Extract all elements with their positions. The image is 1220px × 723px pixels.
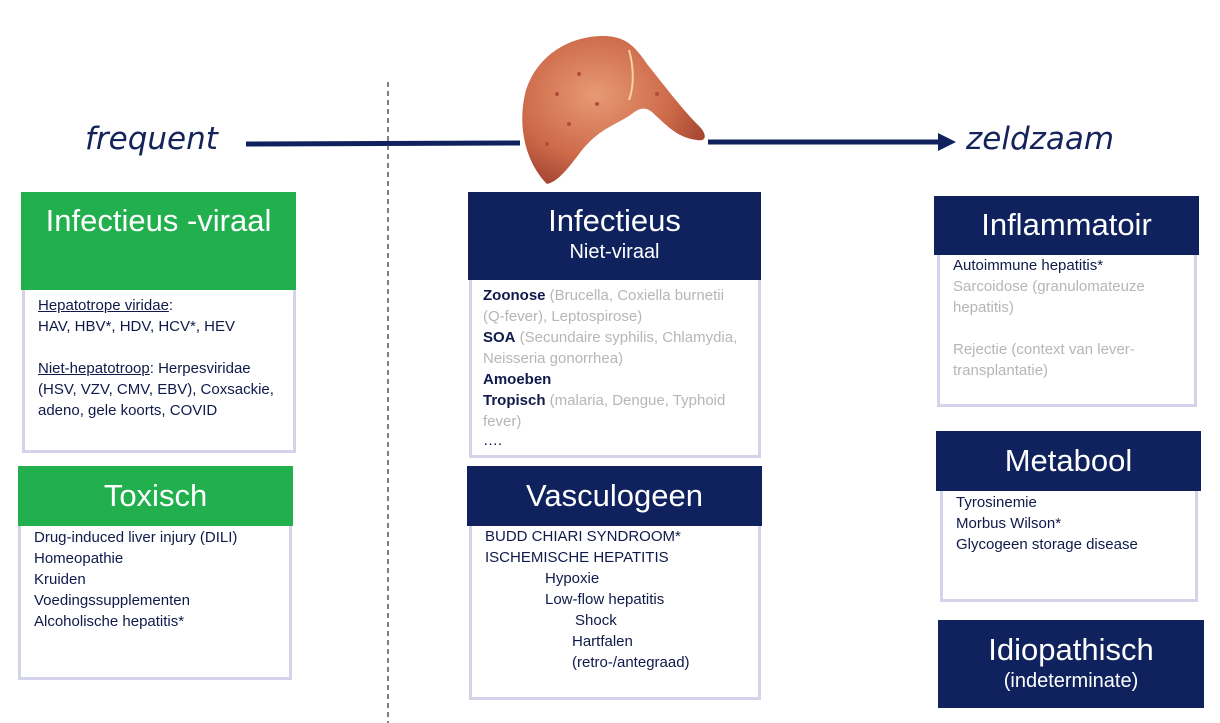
inflammatoir-line2: Sarcoidose (granulomateuze <box>953 278 1145 295</box>
metabool-item: Morbus Wilson* <box>956 515 1062 532</box>
metabool-body: Tyrosinemie Morbus Wilson* Glycogeen sto… <box>940 491 1198 602</box>
tropisch-label: Tropisch <box>483 392 546 409</box>
inflammatoir-body: Autoimmune hepatitis* Sarcoidose (granul… <box>937 255 1197 407</box>
infectieus-viraal-body: Hepatotrope viridae: HAV, HBV*, HDV, HCV… <box>22 290 296 453</box>
vasculogeen-body: BUDD CHIARI SYNDROOM* ISCHEMISCHE HEPATI… <box>469 526 761 700</box>
toxisch-item: Homeopathie <box>34 550 124 567</box>
infectieus-niet-viraal-header: Infectieus Niet-viraal <box>468 192 761 280</box>
vasculogeen-line1: BUDD CHIARI SYNDROOM* <box>485 528 681 545</box>
soa-detail: (Secundaire syphilis, Chlamydia, <box>515 329 738 346</box>
zoonose-detail: (Brucella, Coxiella burnetii <box>545 287 724 304</box>
vasculogeen-line3: Hypoxie <box>545 570 600 587</box>
inflammatoir-line5: transplantatie) <box>953 362 1049 379</box>
axis-line-left <box>245 140 521 147</box>
inflammatoir-line1: Autoimmune hepatitis* <box>953 257 1104 274</box>
metabool-item: Glycogeen storage disease <box>956 536 1138 553</box>
idiopathisch-header: Idiopathisch (indeterminate) <box>938 620 1204 708</box>
vasculogeen-title: Vasculogeen <box>526 478 703 513</box>
niet-hepatotroop-label: Niet-hepatotroop <box>38 360 150 377</box>
toxisch-item: Alcoholische hepatitis* <box>34 613 185 630</box>
niet-hepatotroop-line3: adeno, gele koorts, COVID <box>38 402 218 419</box>
metabool-item: Tyrosinemie <box>956 494 1037 511</box>
idiopathisch-title: Idiopathisch <box>988 632 1154 667</box>
soa-detail-2: Neisseria gonorrhea) <box>483 350 624 367</box>
infectieus-viraal-header: Infectieus -viraal <box>21 192 296 290</box>
soa-label: SOA <box>483 329 516 346</box>
inflammatoir-header: Inflammatoir <box>934 196 1199 255</box>
infectieus-title: Infectieus <box>548 203 681 238</box>
toxisch-item: Drug-induced liver injury (DILI) <box>34 529 238 546</box>
inflammatoir-line3: hepatitis) <box>953 299 1014 316</box>
ellipsis: …. <box>483 432 503 449</box>
niet-viraal-subtitle: Niet-viraal <box>569 241 660 263</box>
infectieus-viraal-title: Infectieus -viraal <box>45 203 272 238</box>
zeldzaam-label: zeldzaam <box>966 121 1115 157</box>
vasculogeen-line2: ISCHEMISCHE HEPATITIS <box>485 549 669 566</box>
amoeben-label: Amoeben <box>483 371 552 388</box>
metabool-header: Metabool <box>936 431 1201 491</box>
toxisch-item: Kruiden <box>34 571 86 588</box>
toxisch-title: Toxisch <box>103 478 208 513</box>
vasculogeen-line4: Low-flow hepatitis <box>545 591 665 608</box>
toxisch-body: Drug-induced liver injury (DILI) Homeopa… <box>18 526 292 680</box>
hepatotrope-label: Hepatotrope viridae <box>38 297 169 314</box>
vasculogeen-header: Vasculogeen <box>467 466 762 526</box>
toxisch-item: Voedingssupplementen <box>34 592 190 609</box>
arrow-head <box>938 133 956 151</box>
tropisch-detail: (malaria, Dengue, Typhoid <box>545 392 726 409</box>
vasculogeen-line6: Hartfalen <box>572 633 633 650</box>
toxisch-header: Toxisch <box>18 466 293 526</box>
idiopathisch-subtitle: (indeterminate) <box>1003 670 1139 692</box>
frequent-label: frequent <box>85 121 218 157</box>
inflammatoir-line4: Rejectie (context van lever- <box>953 341 1135 358</box>
tropisch-detail-2: fever) <box>483 413 522 430</box>
vasculogeen-line5: Shock <box>575 612 617 629</box>
hepatotrope-list: HAV, HBV*, HDV, HCV*, HEV <box>38 318 236 335</box>
hepatotrope-suffix: : <box>168 297 174 314</box>
metabool-title: Metabool <box>1004 443 1133 478</box>
vasculogeen-line7: (retro-/antegraad) <box>572 654 690 671</box>
inflammatoir-title: Inflammatoir <box>981 207 1152 242</box>
zoonose-detail-2: (Q-fever), Leptospirose) <box>483 308 643 325</box>
niet-hepatotroop-line1: : Herpesviridae <box>149 360 251 377</box>
zoonose-label: Zoonose <box>483 287 546 304</box>
infectieus-niet-viraal-body: Zoonose (Brucella, Coxiella burnetii (Q-… <box>469 280 761 458</box>
liver-illustration <box>522 36 705 184</box>
niet-hepatotroop-line2: (HSV, VZV, CMV, EBV), Coxsackie, <box>38 381 274 398</box>
